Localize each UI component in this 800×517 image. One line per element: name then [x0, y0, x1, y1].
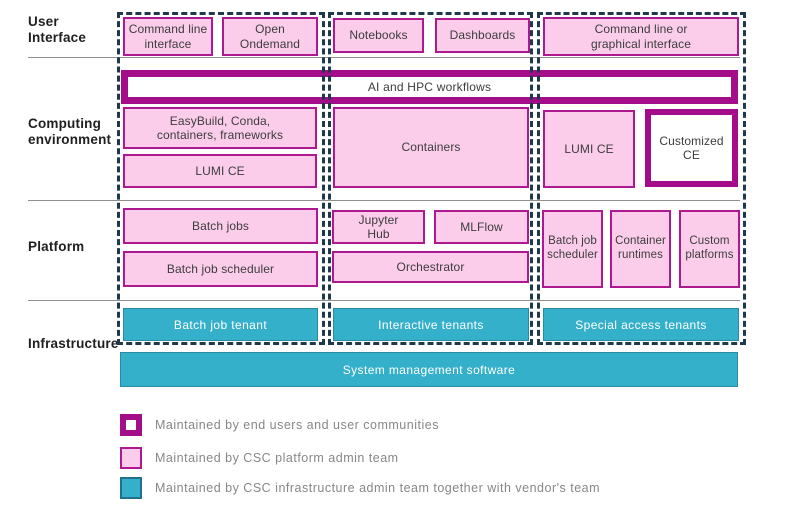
- row-label-infrastructure: Infrastructure: [28, 336, 119, 351]
- box-interactive-tenants: Interactive tenants: [333, 308, 529, 341]
- row-label-platform: Platform: [28, 239, 85, 254]
- box-jupyter-hub: Jupyter Hub: [332, 210, 425, 244]
- box-batch-jobs: Batch jobs: [123, 208, 318, 244]
- row-label-user-interface: User Interface: [28, 14, 87, 45]
- legend-label: Maintained by CSC infrastructure admin t…: [155, 481, 601, 495]
- box-mlflow: MLFlow: [434, 210, 529, 244]
- box-custom-platforms: Custom platforms: [679, 210, 740, 288]
- box-easybuild-conda: EasyBuild, Conda, containers, frameworks: [123, 107, 317, 149]
- legend-item-infra-admin: Maintained by CSC infrastructure admin t…: [120, 477, 600, 499]
- box-customized-ce: Customized CE: [645, 109, 738, 187]
- box-dashboards: Dashboards: [435, 18, 530, 53]
- legend-label: Maintained by CSC platform admin team: [155, 451, 399, 465]
- box-notebooks: Notebooks: [333, 18, 424, 53]
- legend-swatch-end-users: [120, 414, 142, 436]
- box-batch-job-tenant: Batch job tenant: [123, 308, 318, 341]
- separator-line-2: [28, 200, 740, 201]
- box-system-management-software: System management software: [120, 352, 738, 387]
- box-ai-and-hpc-workflows: AI and HPC workflows: [121, 70, 738, 104]
- legend-swatch-infra-admin: [120, 477, 142, 499]
- legend-item-end-users: Maintained by end users and user communi…: [120, 414, 439, 436]
- legend-item-platform-admin: Maintained by CSC platform admin team: [120, 447, 399, 469]
- box-special-access-tenants: Special access tenants: [543, 308, 739, 341]
- box-containers: Containers: [333, 107, 529, 188]
- separator-line-3: [28, 300, 740, 301]
- box-lumi-ce-batch: LUMI CE: [123, 154, 317, 188]
- box-batch-job-scheduler: Batch job scheduler: [123, 251, 318, 287]
- box-open-ondemand: Open Ondemand: [222, 17, 318, 56]
- separator-line-1: [28, 57, 740, 58]
- legend-swatch-platform-admin: [120, 447, 142, 469]
- row-label-computing-environment: Computing environment: [28, 116, 112, 147]
- box-command-line-or-graphical-interface: Command line or graphical interface: [543, 17, 739, 56]
- box-batch-job-scheduler-special: Batch job scheduler: [542, 210, 603, 288]
- box-command-line-interface: Command line interface: [123, 17, 213, 56]
- legend-label: Maintained by end users and user communi…: [155, 418, 439, 432]
- box-lumi-ce-special: LUMI CE: [543, 110, 635, 188]
- box-container-runtimes: Container runtimes: [610, 210, 671, 288]
- box-orchestrator: Orchestrator: [332, 251, 529, 283]
